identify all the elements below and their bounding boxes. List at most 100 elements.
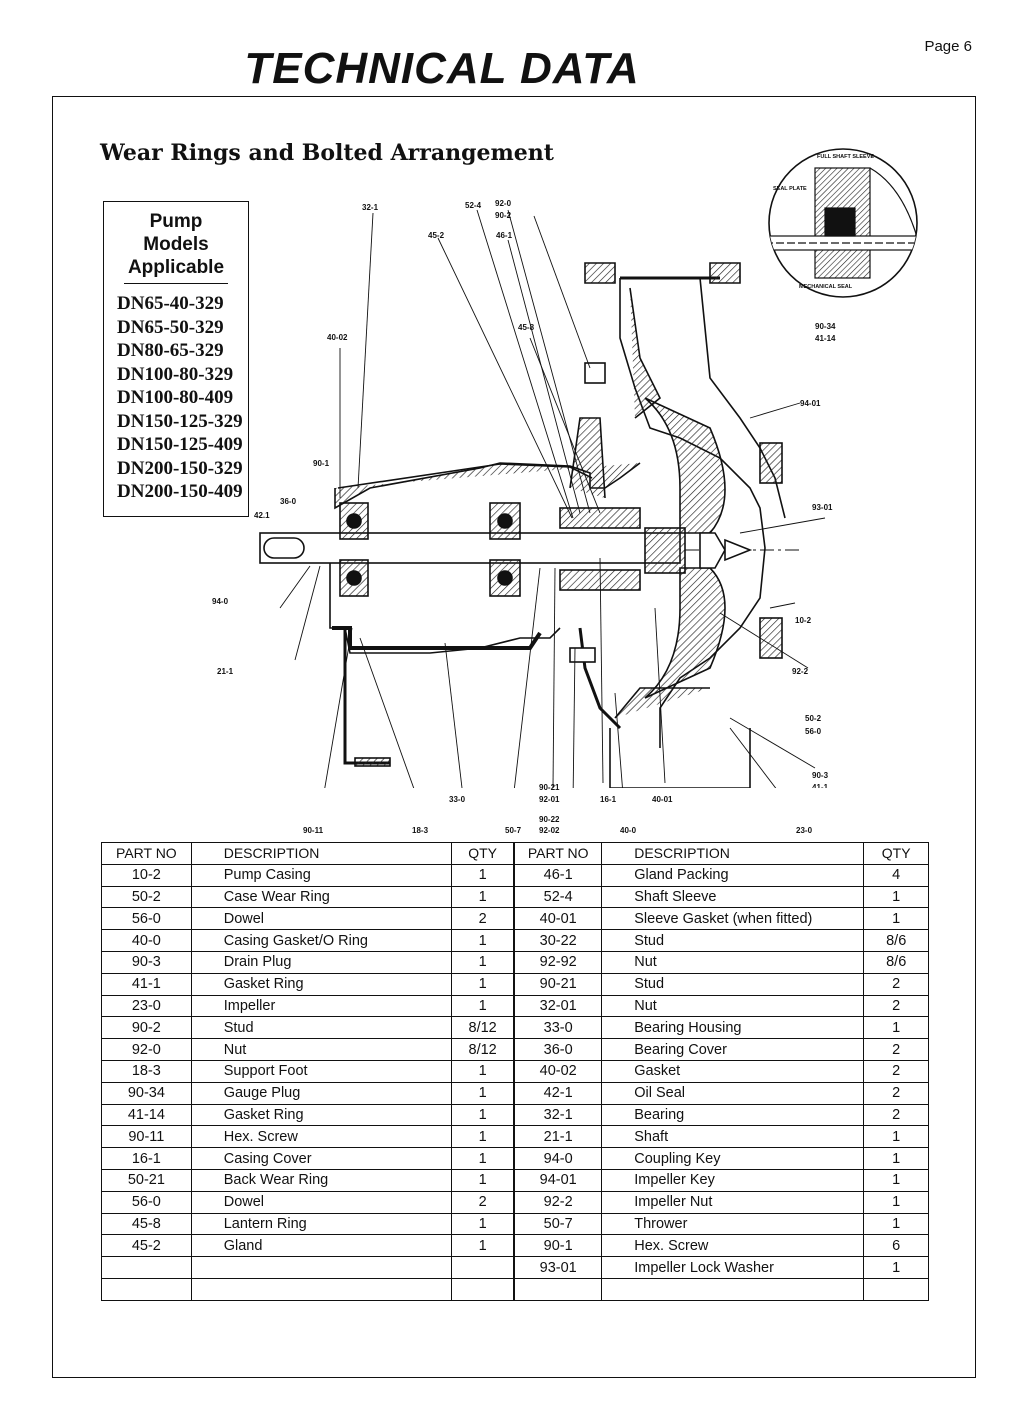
description-cell: Lantern Ring [190, 1212, 453, 1236]
description-cell: Stud [601, 972, 865, 996]
qty-cell: 2 [863, 1038, 929, 1061]
description-cell: Gland Packing [601, 863, 865, 887]
description-cell: Gland [190, 1234, 453, 1258]
description-cell: Impeller Nut [601, 1190, 865, 1214]
description-cell: Sleeve Gasket (when fitted) [601, 907, 865, 931]
part-no-cell: 94-01 [513, 1168, 603, 1192]
part-no-cell: 92-92 [513, 950, 603, 974]
description-cell: Gasket [601, 1059, 865, 1083]
parts-table: PART NO DESCRIPTION QTY PART NO DESCRIPT… [101, 842, 929, 1301]
inset-label-seal: MECHANICAL SEAL [799, 284, 853, 290]
models-divider [124, 283, 228, 284]
models-heading-line: Pump [149, 211, 203, 232]
description-cell [190, 1256, 453, 1279]
description-cell: Casing Gasket/O Ring [190, 929, 453, 952]
qty-cell: 1 [863, 1212, 929, 1236]
part-no-cell: 23-0 [101, 994, 192, 1018]
part-no-cell: 32-01 [513, 994, 603, 1018]
description-cell: Thrower [601, 1212, 865, 1236]
qty-cell: 2 [451, 907, 515, 931]
qty-cell [863, 1277, 929, 1301]
part-no-cell: 92-2 [513, 1190, 603, 1214]
callout-16-1: 16-1 [600, 795, 617, 804]
callout-42-1: 42.1 [254, 511, 270, 520]
models-list: DN65-40-329 DN65-50-329 DN80-65-329 DN10… [104, 292, 248, 504]
part-no-cell: 52-4 [513, 885, 603, 909]
qty-cell: 1 [451, 1168, 515, 1192]
description-cell: Dowel [190, 907, 453, 931]
qty-cell [451, 1277, 515, 1301]
callout-90-34: 90-34 [815, 322, 836, 331]
description-cell: Support Foot [190, 1059, 453, 1083]
qty-cell: 2 [863, 972, 929, 996]
callout-92-02: 92-02 [539, 826, 560, 835]
callout-41-14: 41-14 [815, 334, 836, 343]
description-cell: Oil Seal [601, 1081, 865, 1105]
description-cell: Shaft [601, 1125, 865, 1149]
part-no-cell: 56-0 [101, 1190, 192, 1214]
qty-cell: 1 [451, 1212, 515, 1236]
models-heading: Pump Models Applicable [104, 210, 248, 279]
qty-cell: 1 [451, 1147, 515, 1170]
callout-94-01: 94-01 [800, 399, 821, 408]
part-no-cell: 50-21 [101, 1168, 192, 1192]
part-no-cell [101, 1277, 192, 1301]
part-no-cell: 46-1 [513, 863, 603, 887]
part-no-cell [513, 1277, 603, 1301]
description-cell: Case Wear Ring [190, 885, 453, 909]
callout-52-4: 52-4 [465, 201, 482, 210]
qty-cell: 1 [863, 907, 929, 931]
description-cell: Bearing Cover [601, 1038, 865, 1061]
callout-90-2: 90-2 [495, 211, 512, 220]
part-no-cell: 40-0 [101, 929, 192, 952]
inset-label-sleeve: FULL SHAFT SLEEVE [817, 154, 874, 160]
model-item: DN80-65-329 [117, 340, 224, 361]
callout-90-22: 90-22 [539, 815, 560, 824]
qty-cell: 1 [451, 950, 515, 974]
section-title: Wear Rings and Bolted Arrangement [100, 140, 554, 166]
part-no-cell: 36-0 [513, 1038, 603, 1061]
part-no-cell: 92-0 [101, 1038, 192, 1061]
part-no-cell: 90-11 [101, 1125, 192, 1149]
models-heading-line: Models [143, 234, 209, 255]
part-no-cell: 90-34 [101, 1081, 192, 1105]
callout-92-01: 92-01 [539, 795, 560, 804]
callout-32-1: 32-1 [362, 203, 379, 212]
qty-cell: 1 [451, 1081, 515, 1105]
callout-36-0: 36-0 [280, 497, 297, 506]
models-heading-line: Applicable [127, 257, 225, 278]
qty-cell: 1 [451, 1125, 515, 1149]
callout-90-21: 90-21 [539, 783, 560, 792]
part-no-cell: 10-2 [101, 863, 192, 887]
description-cell [190, 1277, 453, 1301]
part-no-cell: 50-7 [513, 1212, 603, 1236]
header-qty: QTY [863, 842, 929, 865]
callout-92-2: 92-2 [792, 667, 809, 676]
description-cell: Bearing Housing [601, 1016, 865, 1040]
qty-cell: 1 [451, 972, 515, 996]
callout-40-0: 40-0 [620, 826, 637, 835]
callout-45-8: 45-8 [518, 323, 535, 332]
part-no-cell: 50-2 [101, 885, 192, 909]
part-no-cell: 40-02 [513, 1059, 603, 1083]
description-cell: Nut [601, 950, 865, 974]
description-cell: Pump Casing [190, 863, 453, 887]
callout-23-0: 23-0 [796, 826, 813, 835]
qty-cell: 1 [863, 1190, 929, 1214]
description-cell: Shaft Sleeve [601, 885, 865, 909]
inset-label-plate: SEAL PLATE [773, 186, 807, 192]
header-description: DESCRIPTION [601, 842, 865, 865]
description-cell [601, 1277, 865, 1301]
part-no-cell: 90-3 [101, 950, 192, 974]
description-cell: Coupling Key [601, 1147, 865, 1170]
